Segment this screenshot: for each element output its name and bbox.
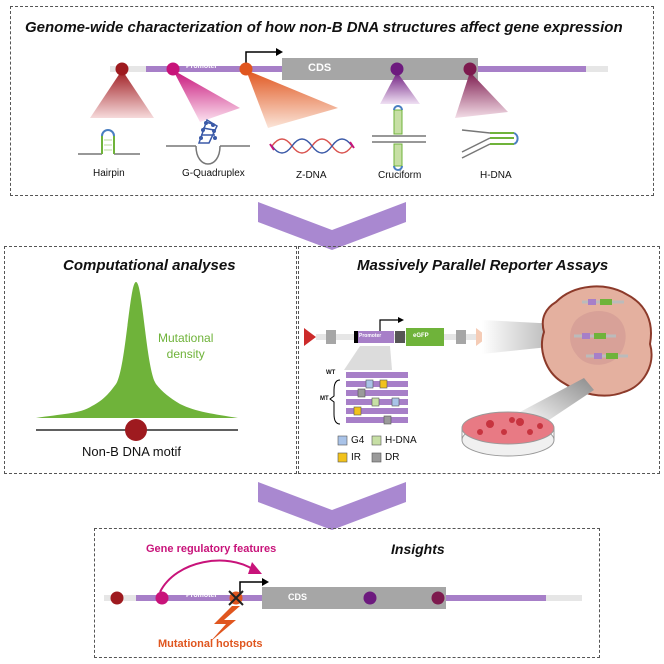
mpra-title: Massively Parallel Reporter Assays — [357, 257, 609, 274]
insights-tss-arrow — [239, 581, 262, 597]
cruciform-icon — [372, 105, 426, 171]
construct-barcode-mid — [395, 331, 405, 343]
hdna-marker — [463, 62, 477, 76]
insights-tss-arrowhead-icon — [262, 578, 269, 586]
non-b-motif-label: Non-B DNA motif — [82, 444, 181, 459]
legend-label-ir: IR — [351, 452, 361, 463]
construct-left-triangle-icon — [304, 328, 316, 346]
construct-promoter-box — [354, 331, 394, 343]
mutational-density-line2: density — [166, 347, 205, 361]
library-row — [346, 372, 408, 378]
mpra-construct — [304, 317, 488, 370]
construct-tss-arrowhead-icon — [398, 317, 404, 323]
mutational-density-plot — [36, 282, 238, 441]
zoom-cone-to-dish — [520, 378, 594, 426]
library-row — [346, 417, 408, 423]
g4-marker — [166, 62, 180, 76]
regulatory-arrow — [159, 559, 255, 593]
legend-swatch-dr — [371, 452, 382, 463]
g4-cone — [173, 70, 240, 122]
library-row — [346, 390, 408, 396]
cds-box — [282, 58, 478, 80]
cell-plasmid-insert — [574, 299, 628, 359]
z-dna-icon — [269, 138, 355, 154]
h-dna-label: H-DNA — [480, 170, 512, 181]
top-panel-title: Genome-wide characterization of how non-… — [25, 19, 623, 36]
legend-swatch-hdna — [371, 435, 382, 446]
construct-block-1 — [326, 330, 336, 344]
top-promoter-label: Promoter — [186, 63, 218, 70]
insights-gene-track — [104, 559, 582, 642]
cruciform-cone — [380, 72, 420, 104]
library-row — [346, 408, 408, 414]
density-curve — [36, 282, 238, 418]
tss-arrowhead-icon — [276, 48, 283, 56]
zdna-marker — [239, 62, 253, 76]
library-row — [346, 381, 408, 387]
zoom-cone — [344, 346, 392, 370]
motif-marker — [125, 419, 147, 441]
ir-variant-tile — [379, 379, 388, 389]
wt-label: WT — [326, 370, 336, 376]
mpra-panel: Massively Parallel Reporter Assays — [298, 246, 660, 474]
g-quadruplex-label: G-Quadruplex — [182, 168, 245, 179]
lightning-bolt-icon — [210, 606, 240, 642]
insights-cds-box — [262, 587, 446, 609]
g4-variant-tile — [391, 397, 400, 407]
computational-title: Computational analyses — [63, 257, 236, 274]
z-dna-label: Z-DNA — [296, 170, 327, 181]
cruciform-label: Cruciform — [378, 170, 422, 181]
legend-label-hdna: H-DNA — [385, 435, 417, 446]
chevron-down-icon-2 — [258, 482, 406, 530]
hairpin-cone — [90, 70, 154, 118]
legend-label-dr: DR — [385, 452, 400, 463]
hdna-cone — [455, 72, 508, 118]
hotspot-cross-icon — [228, 590, 244, 606]
construct-gfp-box — [406, 328, 444, 346]
zdna-cone — [246, 70, 338, 128]
chevron-down-icon — [258, 202, 406, 250]
computational-panel: Computational analyses — [4, 246, 297, 474]
h-dna-icon — [461, 129, 519, 159]
dr-variant-tile — [383, 415, 392, 425]
top-panel: Genome-wide characterization of how non-… — [10, 6, 654, 196]
insights-marker-cds-2 — [431, 591, 445, 605]
construct-tss-arrow — [379, 319, 398, 331]
legend-swatch-g4 — [337, 435, 348, 446]
hairpin-icon — [78, 129, 140, 155]
construct-barcode-left — [354, 331, 358, 343]
mpra-promoter-label: Promoter — [359, 333, 382, 339]
insights-marker-promoter — [155, 591, 169, 605]
insights-panel: Insights — [94, 528, 600, 658]
mutational-hotspots-label: Mutational hotspots — [158, 638, 263, 650]
legend-swatch-ir — [337, 452, 348, 463]
top-gene-track — [110, 48, 608, 80]
cruciform-marker — [390, 62, 404, 76]
variant-library — [329, 370, 408, 428]
insights-marker-left — [110, 591, 124, 605]
mt-label: MT — [320, 396, 329, 402]
insights-promoter-label: Promoter — [186, 592, 218, 599]
hdna-variant-tile — [371, 397, 380, 407]
legend-label-g4: G4 — [351, 435, 365, 446]
top-cds-label: CDS — [308, 62, 332, 74]
dr-variant-tile — [357, 388, 366, 398]
hairpin-label: Hairpin — [93, 168, 125, 179]
regulatory-arrowhead-icon — [248, 562, 262, 574]
hairpin-marker — [115, 62, 129, 76]
petri-dish-icon — [461, 411, 555, 457]
mutational-density-line1: Mutational — [158, 331, 214, 345]
g-quadruplex-icon — [166, 118, 250, 165]
mutational-density-label: Mutational density — [158, 330, 213, 362]
ir-variant-tile — [353, 406, 362, 416]
insights-cds-label: CDS — [288, 592, 308, 602]
g4-variant-tile — [365, 379, 374, 389]
mpra-gfp-label: eGFP — [413, 333, 429, 339]
construct-block-2 — [456, 330, 466, 344]
insights-marker-cds-1 — [363, 591, 377, 605]
insights-title: Insights — [391, 541, 445, 557]
mt-brace — [329, 379, 341, 425]
regulatory-features-label: Gene regulatory features — [146, 543, 277, 555]
